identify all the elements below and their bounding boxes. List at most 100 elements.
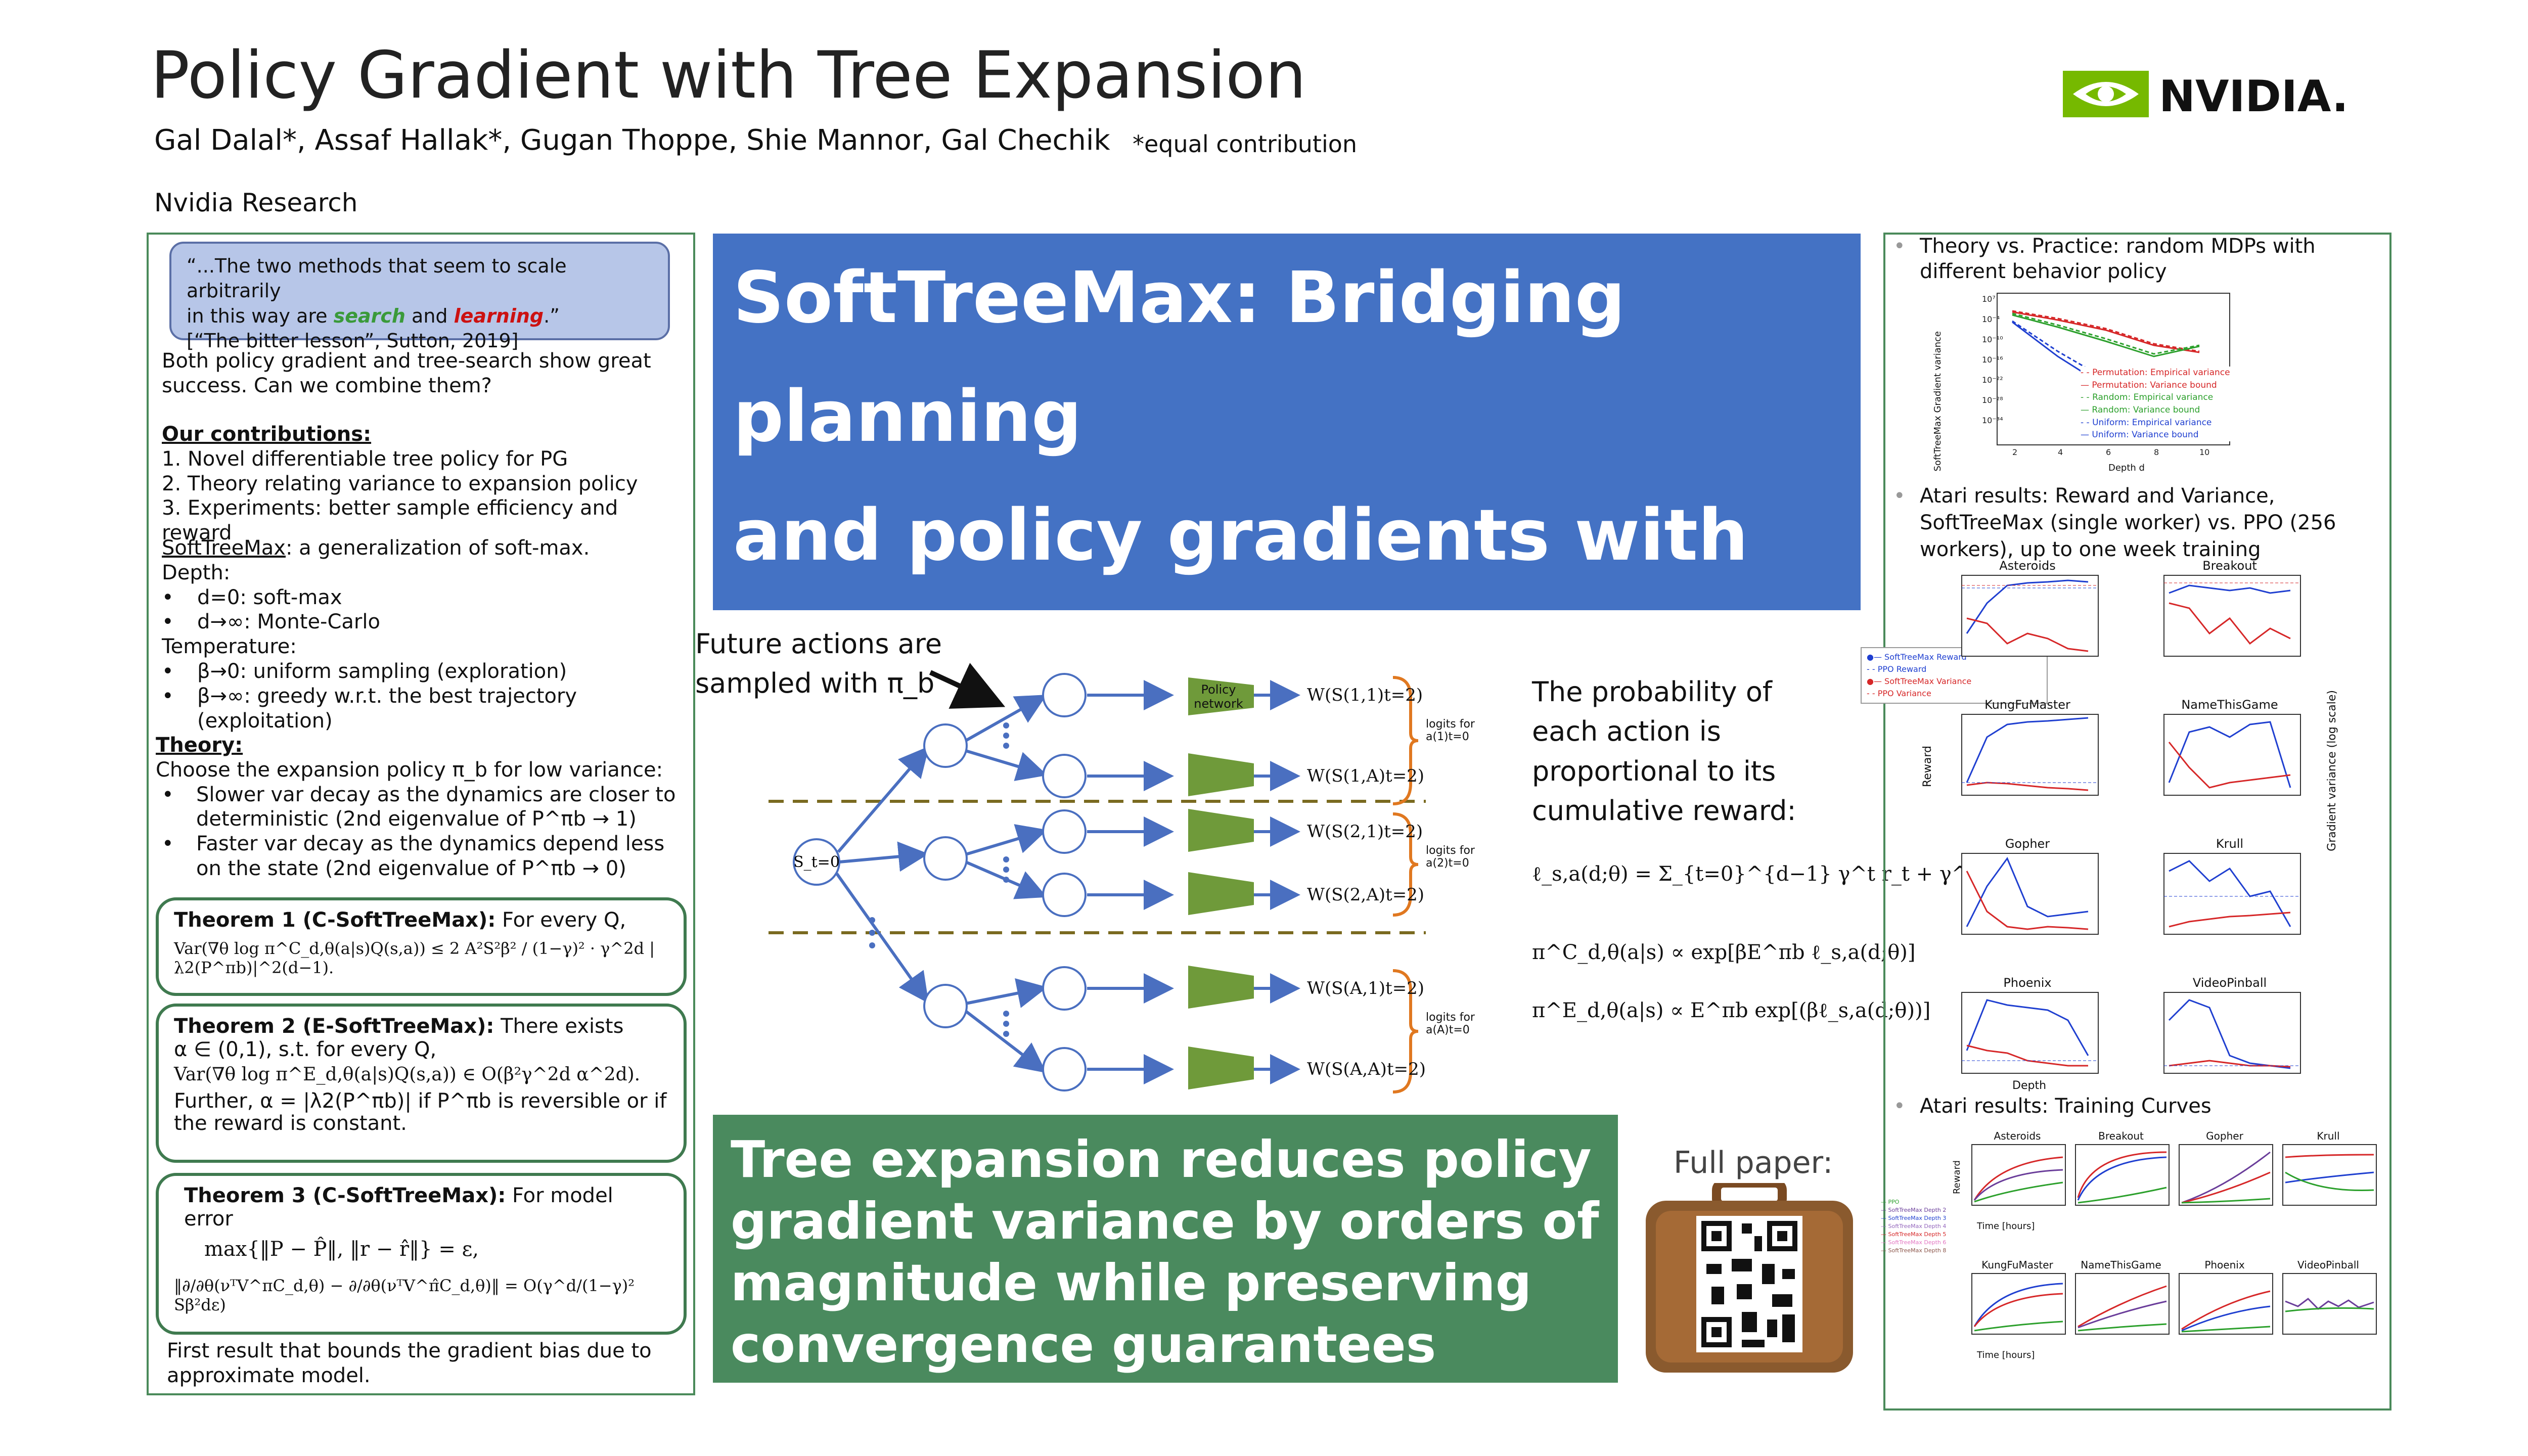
svg-text:10⁻³⁴: 10⁻³⁴ (1982, 416, 2003, 425)
nvidia-logo: NVIDIA. (2063, 66, 2356, 122)
tc-chart-kungfumaster: KungFuMaster (1967, 1259, 2068, 1344)
authors: Gal Dalal*, Assaf Hallak*, Gugan Thoppe,… (154, 124, 1110, 157)
future-actions-note: Future actions are sampled with π_b (695, 628, 942, 700)
tc-chart-asteroids: Asteroids (1967, 1130, 2068, 1215)
w-label-1: W(S(1,1)t=2) (1307, 685, 1423, 705)
tc-ylabel: Reward (1952, 1160, 1962, 1195)
training-curves-grid: Asteroids Breakout Gopher Krull KungFuMa… (1952, 1130, 2381, 1403)
rv-chart-videopinball: VideoPinball (2154, 976, 2306, 1087)
thm2-equation: Var(∇θ log π^E_d,θ(a|s)Q(s,a)) ∈ O(β²γ^2… (174, 1064, 641, 1085)
svg-text:10⁻⁴: 10⁻⁴ (1982, 314, 2000, 324)
state-node-11 (1042, 673, 1087, 717)
state-node-21 (1042, 809, 1087, 854)
tc-legend: — PPO — SoftTreeMax Depth 2 — SoftTreeMa… (1881, 1199, 1947, 1254)
main-banner: SoftTreeMax: Bridging planning and polic… (713, 234, 1861, 696)
tc-chart-krull: Krull (2278, 1130, 2379, 1215)
theory-section: Theory: Choose the expansion policy π_b … (156, 733, 687, 881)
temp-item-1: •β→0: uniform sampling (exploration) (162, 659, 567, 683)
contributions: Our contributions: 1. Novel differentiab… (162, 422, 688, 545)
conclusion-box: Tree expansion reduces policy gradient v… (713, 1115, 1618, 1383)
policy-network-shape-3 (1188, 809, 1254, 852)
w-label-6: W(S(A,A)t=2) (1307, 1059, 1426, 1079)
svg-text:10⁷: 10⁷ (1982, 294, 1996, 304)
state-node-1 (923, 723, 968, 768)
bracket-2 (1392, 812, 1419, 917)
quote-line1: “...The two methods that seem to scale a… (187, 255, 567, 302)
bracket-1 (1392, 676, 1419, 805)
svg-text:10⁻²⁸: 10⁻²⁸ (1982, 395, 2003, 405)
rv-chart-phoenix: Phoenix (1952, 976, 2103, 1087)
svg-text:Policy: Policy (1201, 682, 1236, 697)
rv-ylabel-left: Reward (1921, 746, 1934, 787)
tc-chart-phoenix: Phoenix (2174, 1259, 2275, 1344)
equal-contribution-note: *equal contribution (1133, 130, 1358, 158)
svg-text:10⁻¹⁶: 10⁻¹⁶ (1982, 355, 2003, 365)
results-section-3: •Atari results: Training Curves (1893, 1095, 2211, 1118)
tc-xlabel-2: Time [hours] (1977, 1350, 2035, 1360)
depth-item-2: •d→∞: Monte-Carlo (162, 610, 380, 634)
theory-item-1: •Slower var decay as the dynamics are cl… (162, 783, 676, 831)
nvidia-eye-icon: NVIDIA. (2063, 71, 2349, 122)
tc-chart-namethisgame: NameThisGame (2070, 1259, 2172, 1344)
contributions-title: Our contributions: (162, 423, 372, 446)
contribution-2: 2. Theory relating variance to expansion… (162, 472, 638, 495)
thm2-line2: α ∈ (0,1), s.t. for every Q, (174, 1038, 437, 1061)
thm3-footer: First result that bounds the gradient bi… (167, 1339, 652, 1387)
probability-text: The probability of each action is propor… (1532, 676, 1796, 827)
svg-text:2: 2 (2012, 447, 2017, 457)
sec3-title: Atari results: Training Curves (1920, 1095, 2211, 1118)
state-node-A (923, 984, 968, 1028)
policy-network-shape-1 (1188, 677, 1254, 715)
logits-label-2: logits for a(2)t=0 (1426, 844, 1475, 870)
rv-chart-breakout: Breakout (2154, 559, 2306, 670)
svg-text:10⁻¹⁰: 10⁻¹⁰ (1982, 335, 2003, 344)
contribution-1: 1. Novel differentiable tree policy for … (162, 447, 568, 471)
reward-variance-grid: Asteroids Breakout KungFuMaster NameThis… (1891, 559, 2346, 1092)
svg-text:6: 6 (2106, 447, 2111, 457)
state-node-AA (1042, 1047, 1087, 1091)
rv-chart-asteroids: Asteroids (1952, 559, 2103, 670)
temperature-label: Temperature: (162, 635, 297, 659)
svg-text:10: 10 (2199, 447, 2209, 457)
state-node-2A (1042, 873, 1087, 917)
quote-learning: learning (454, 304, 544, 327)
thm3-equation-2: ‖∂/∂θ(νᵀV^πC_d,θ) − ∂/∂θ(νᵀV^π̂C_d,θ)‖ =… (174, 1276, 635, 1314)
thm3-title: Theorem 3 (C-SoftTreeMax): (184, 1184, 506, 1207)
quote-citation: [“The bitter lesson”, Sutton, 2019] (187, 330, 519, 352)
rv-xlabel: Depth (2012, 1079, 2047, 1092)
banner-line-3: expected trajectory values (733, 613, 1802, 696)
banner-line-2: and policy gradients with (733, 494, 1748, 577)
state-node-1A (1042, 754, 1087, 798)
svg-text:8: 8 (2154, 447, 2159, 457)
affiliation: Nvidia Research (154, 188, 358, 217)
variance-depth-chart: SoftTreeMax Gradient variance 10⁷ 10⁻⁴ 10⁻… (1932, 291, 2245, 478)
sec2-title: Atari results: Reward and Variance, Soft… (1920, 484, 2336, 561)
tc-chart-gopher: Gopher (2174, 1130, 2275, 1215)
w-label-2: W(S(1,A)t=2) (1307, 766, 1425, 786)
theory-desc: Choose the expansion policy π_b for low … (156, 758, 663, 782)
thm2-title: Theorem 2 (E-SoftTreeMax): (174, 1015, 494, 1038)
stm-title: SoftTreeMax (162, 536, 286, 560)
var-ylabel: SoftTreeMax Gradient variance (1932, 331, 1943, 472)
svg-text:S_t=0: S_t=0 (793, 853, 840, 871)
temp-item-2: •β→∞: greedy w.r.t. the best trajectory … (162, 684, 577, 733)
rv-chart-kungfumaster: KungFuMaster (1952, 698, 2103, 809)
policy-network-shape-6 (1188, 1046, 1254, 1089)
rv-ylabel-right: Gradient variance (log scale) (2326, 690, 2338, 851)
rv-chart-krull: Krull (2154, 837, 2306, 948)
thm1-title: Theorem 1 (C-SoftTreeMax): (174, 908, 496, 932)
sec1-title: Theory vs. Practice: random MDPs with di… (1920, 235, 2316, 283)
theorem-3-box: Theorem 3 (C-SoftTreeMax): For model err… (156, 1173, 687, 1335)
tc-chart-videopinball: VideoPinball (2278, 1259, 2379, 1344)
quote-line2: in this way are search and learning.” (187, 304, 560, 327)
qr-briefcase-icon[interactable] (1646, 1183, 1853, 1375)
logits-label-3: logits for a(A)t=0 (1426, 1011, 1475, 1036)
equation-e-softtreemax: π^E_d,θ(a|s) ∝ E^πb exp[(βℓ_s,a(d;θ))] (1532, 999, 1931, 1022)
intro-text: Both policy gradient and tree-search sho… (162, 349, 651, 397)
left-panel (147, 233, 695, 1395)
theory-title: Theory: (156, 734, 243, 757)
var-xlabel: Depth d (2108, 463, 2145, 473)
var-legend: - - Permutation: Empirical variance — Pe… (2081, 367, 2230, 441)
softtreemax-definition: SoftTreeMax: a generalization of soft-ma… (162, 536, 688, 733)
policy-network-shape-5 (1188, 966, 1254, 1009)
